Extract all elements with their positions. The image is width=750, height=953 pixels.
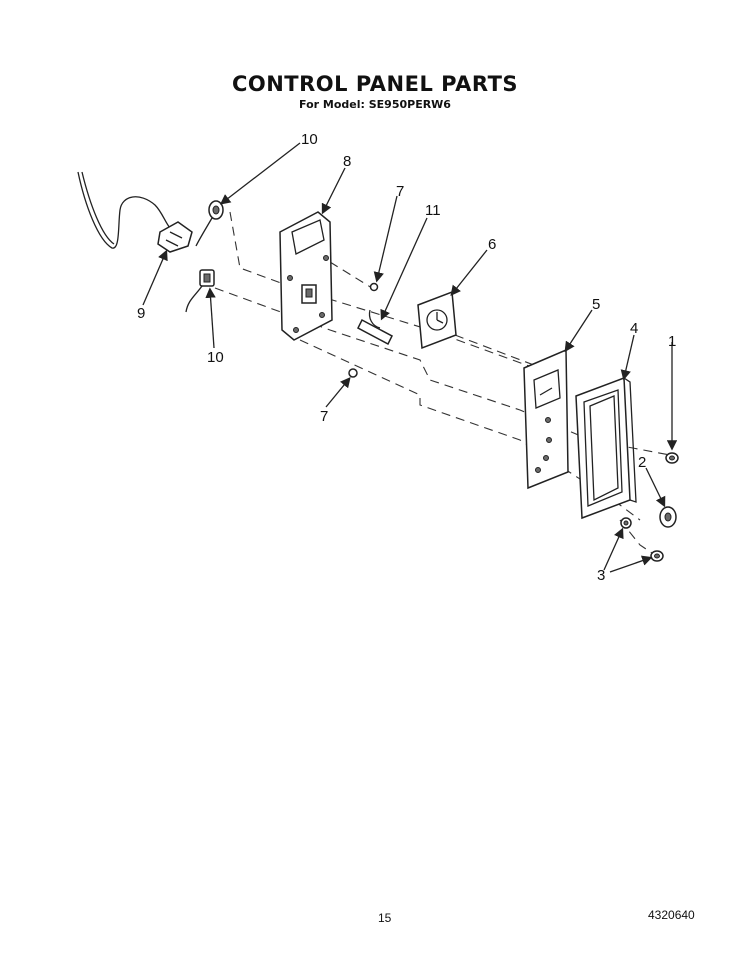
stud-lower xyxy=(348,368,358,378)
power-cord-second-strand xyxy=(81,171,115,245)
document-number: 4320640 xyxy=(648,908,695,922)
callout-7-lower: 7 xyxy=(320,408,328,425)
terminal-block xyxy=(157,221,193,253)
knob-part-2 xyxy=(659,506,677,528)
model-subtitle: For Model: SE950PERW6 xyxy=(299,98,451,111)
control-bracket xyxy=(279,211,333,341)
callout-2: 2 xyxy=(638,454,646,471)
callout-10-lower: 10 xyxy=(207,349,224,366)
callout-8: 8 xyxy=(343,153,351,170)
power-cord xyxy=(77,171,171,249)
knob-part-3-lower xyxy=(650,550,664,562)
trim-frame xyxy=(575,376,637,520)
switch-upper xyxy=(195,200,224,247)
callout-11: 11 xyxy=(425,202,441,219)
clock xyxy=(417,290,457,350)
alignment-line-knob xyxy=(619,519,656,556)
callout-1: 1 xyxy=(668,333,676,350)
callout-9: 9 xyxy=(137,305,145,322)
stud-upper xyxy=(369,282,379,292)
knob-part-3-upper xyxy=(620,517,632,529)
alignment-line-lower xyxy=(299,339,641,521)
callout-10-upper: 10 xyxy=(301,131,318,148)
callout-5: 5 xyxy=(592,296,600,313)
alignment-line-stud xyxy=(329,261,373,289)
callout-6: 6 xyxy=(488,236,496,253)
shaft xyxy=(357,309,393,346)
page-number: 15 xyxy=(378,911,392,925)
knob-part-1 xyxy=(665,452,679,464)
callout-4: 4 xyxy=(630,320,638,337)
callout-7-upper: 7 xyxy=(396,183,404,200)
control-panel xyxy=(523,348,569,490)
page-title: CONTROL PANEL PARTS xyxy=(231,72,519,96)
callout-3: 3 xyxy=(597,567,605,584)
switch-lower xyxy=(185,269,215,313)
leader-lines xyxy=(142,142,678,573)
